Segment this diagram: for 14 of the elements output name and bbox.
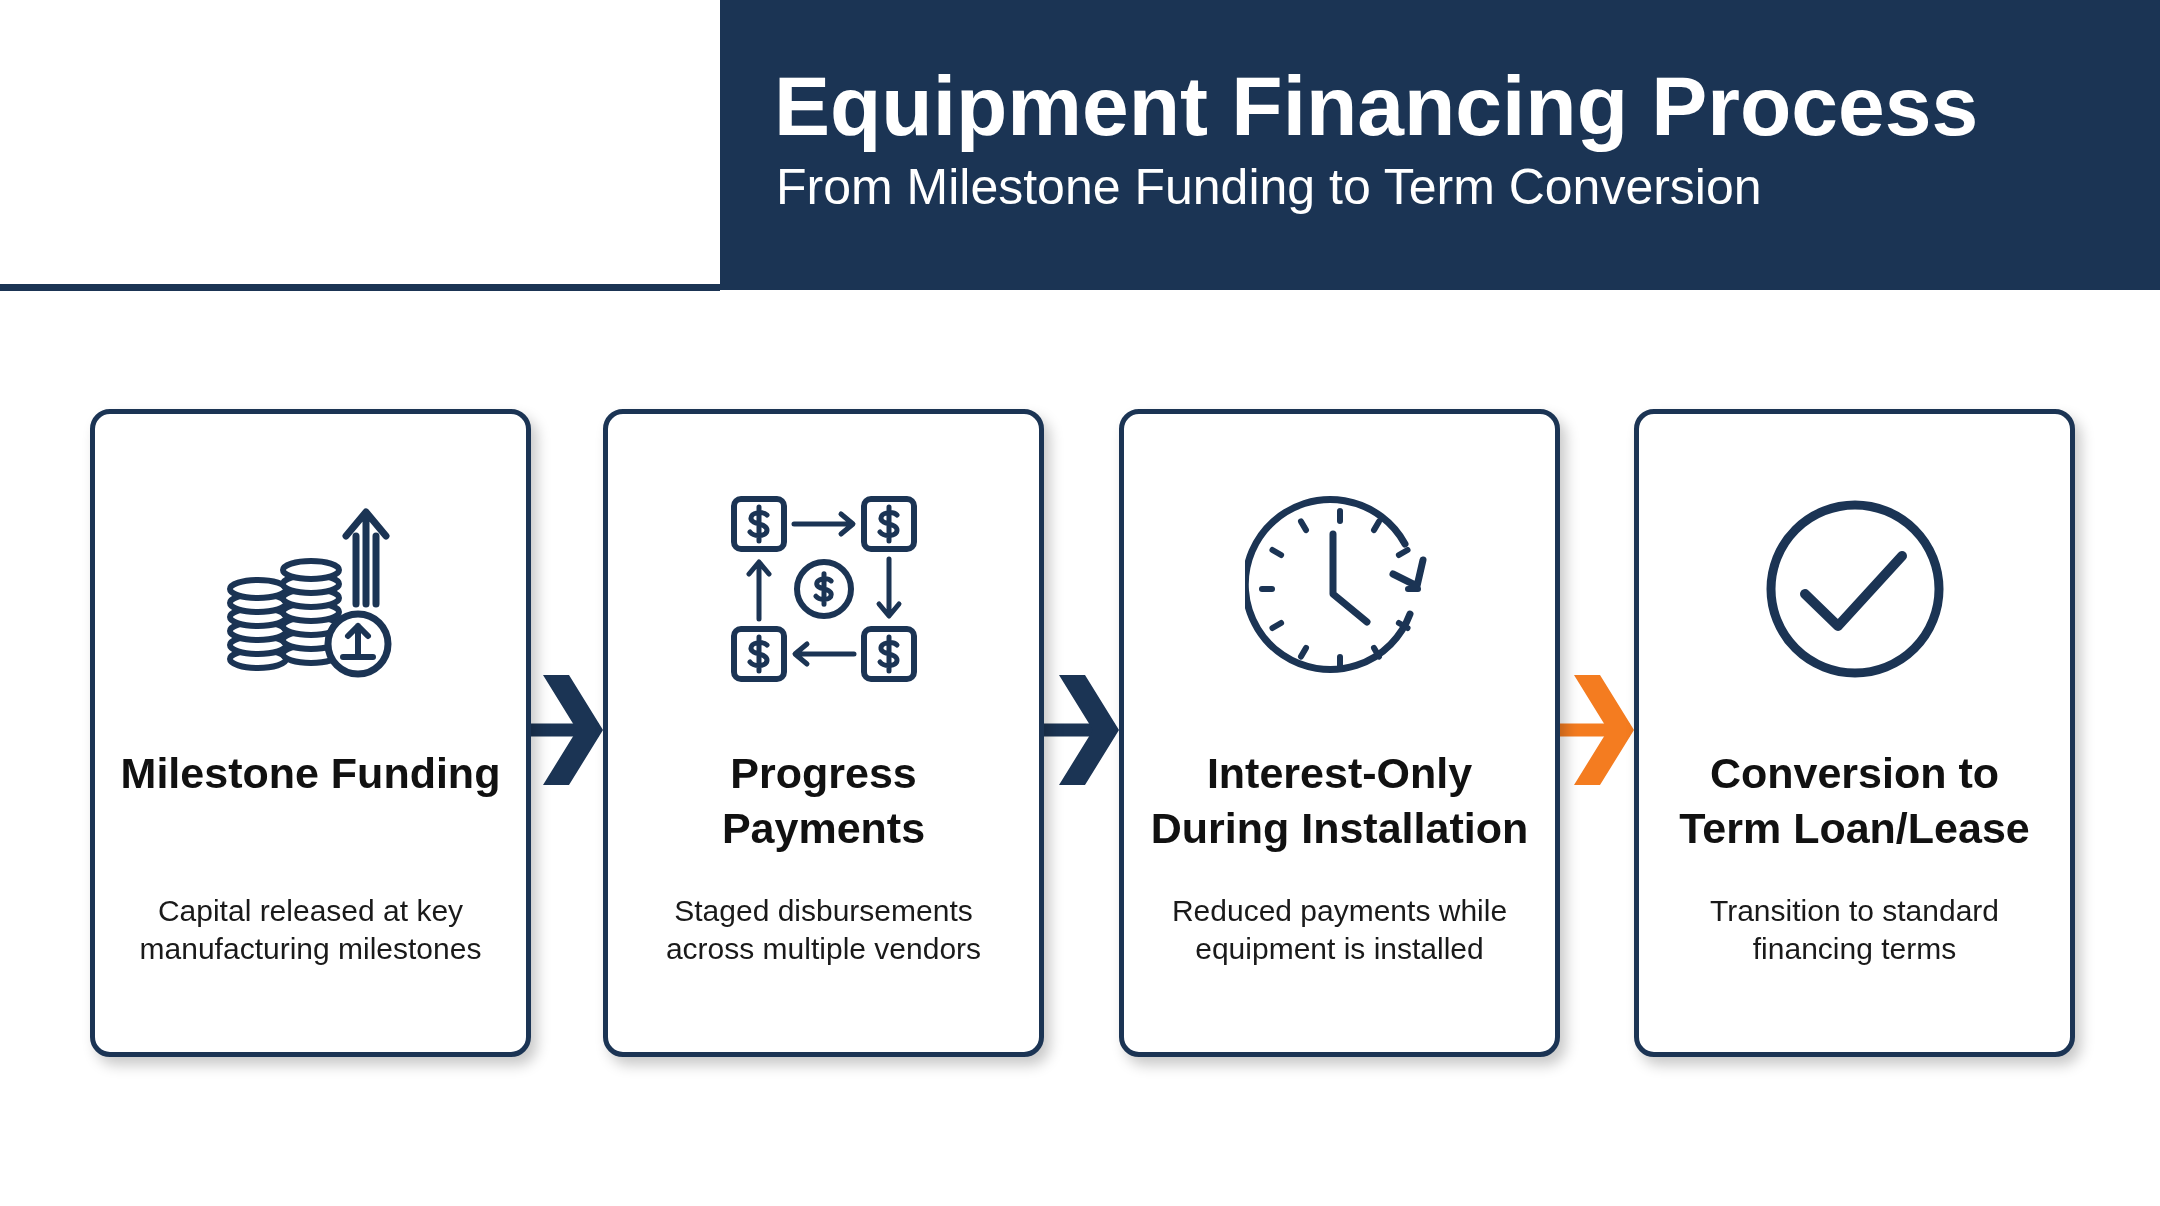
step-heading: Progress Payments (720, 748, 927, 854)
step-card (90, 409, 531, 1057)
step-description: Capital released at key manufacturing milestones (138, 893, 483, 967)
step-description: Staged disbursements across multiple vendors (664, 893, 983, 967)
step-card (1634, 409, 2075, 1057)
subtitle: From Milestone Funding to Term Conversion (776, 160, 1762, 215)
step-heading: Milestone Funding (119, 748, 502, 799)
title: Equipment Financing Process (774, 62, 1979, 151)
step-heading: Interest-Only During Installation (1149, 748, 1530, 854)
step-heading: Conversion to Term Loan/Lease (1678, 748, 2031, 854)
step-description: Reduced payments while equipment is installed (1170, 893, 1509, 967)
step-card (1119, 409, 1560, 1057)
step-card (603, 409, 1044, 1057)
step-description: Transition to standard financing terms (1708, 893, 2000, 967)
